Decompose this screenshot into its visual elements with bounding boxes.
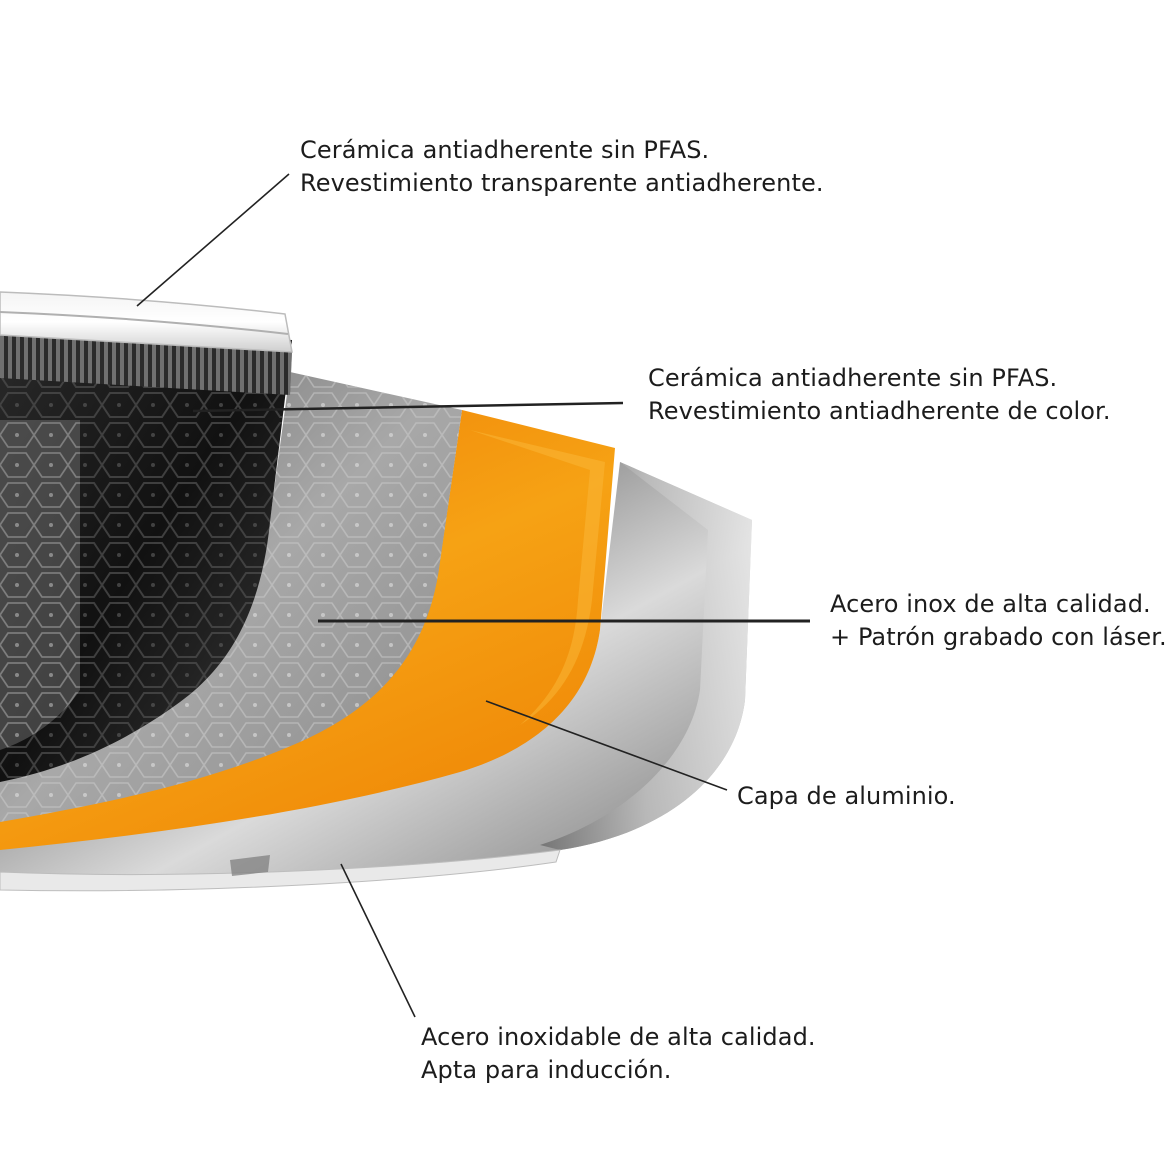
callout-outer-steel-line2: Apta para inducción.	[421, 1056, 672, 1084]
callout-outer-steel-line1: Acero inoxidable de alta calidad.	[421, 1023, 816, 1051]
outer-steel-underside	[230, 855, 270, 876]
leader-line-aluminium	[485, 700, 728, 791]
callout-outer-steel: Acero inoxidable de alta calidad. Apta p…	[421, 1021, 816, 1087]
outer-steel-bottom-edge	[0, 849, 561, 892]
callout-etched-steel-line1: Acero inox de alta calidad.	[830, 590, 1151, 618]
outer-steel-wall	[540, 462, 752, 850]
clear-coating-layer	[0, 291, 293, 353]
aluminium-layer	[0, 410, 615, 850]
leader-line-outer-steel	[340, 863, 416, 1018]
callout-colored-coating-line2: Revestimiento antiadherente de color.	[648, 397, 1111, 425]
aluminium-layer-highlight	[470, 430, 605, 725]
coating-grey-band-pattern	[0, 420, 80, 750]
callout-aluminium-line1: Capa de aluminio.	[737, 782, 956, 810]
callout-etched-steel-line2: + Patrón grabado con láser.	[830, 623, 1167, 651]
callout-etched-steel: Acero inox de alta calidad. + Patrón gra…	[830, 588, 1167, 654]
callout-clear-coating-line2: Revestimiento transparente antiadherente…	[300, 169, 824, 197]
leader-line-colored-coating	[192, 401, 624, 413]
callout-colored-coating-line1: Cerámica antiadherente sin PFAS.	[648, 364, 1058, 392]
outer-steel-layer	[0, 462, 752, 875]
callout-clear-coating: Cerámica antiadherente sin PFAS. Revesti…	[300, 134, 824, 200]
callout-clear-coating-line1: Cerámica antiadherente sin PFAS.	[300, 136, 710, 164]
clear-coating-rim-line	[0, 311, 289, 335]
leader-line-clear-coating	[136, 173, 290, 307]
callout-colored-coating: Cerámica antiadherente sin PFAS. Revesti…	[648, 362, 1111, 428]
etched-steel-pattern	[0, 372, 462, 822]
callout-aluminium: Capa de aluminio.	[737, 780, 956, 813]
ribbed-band-stripes	[0, 335, 292, 395]
